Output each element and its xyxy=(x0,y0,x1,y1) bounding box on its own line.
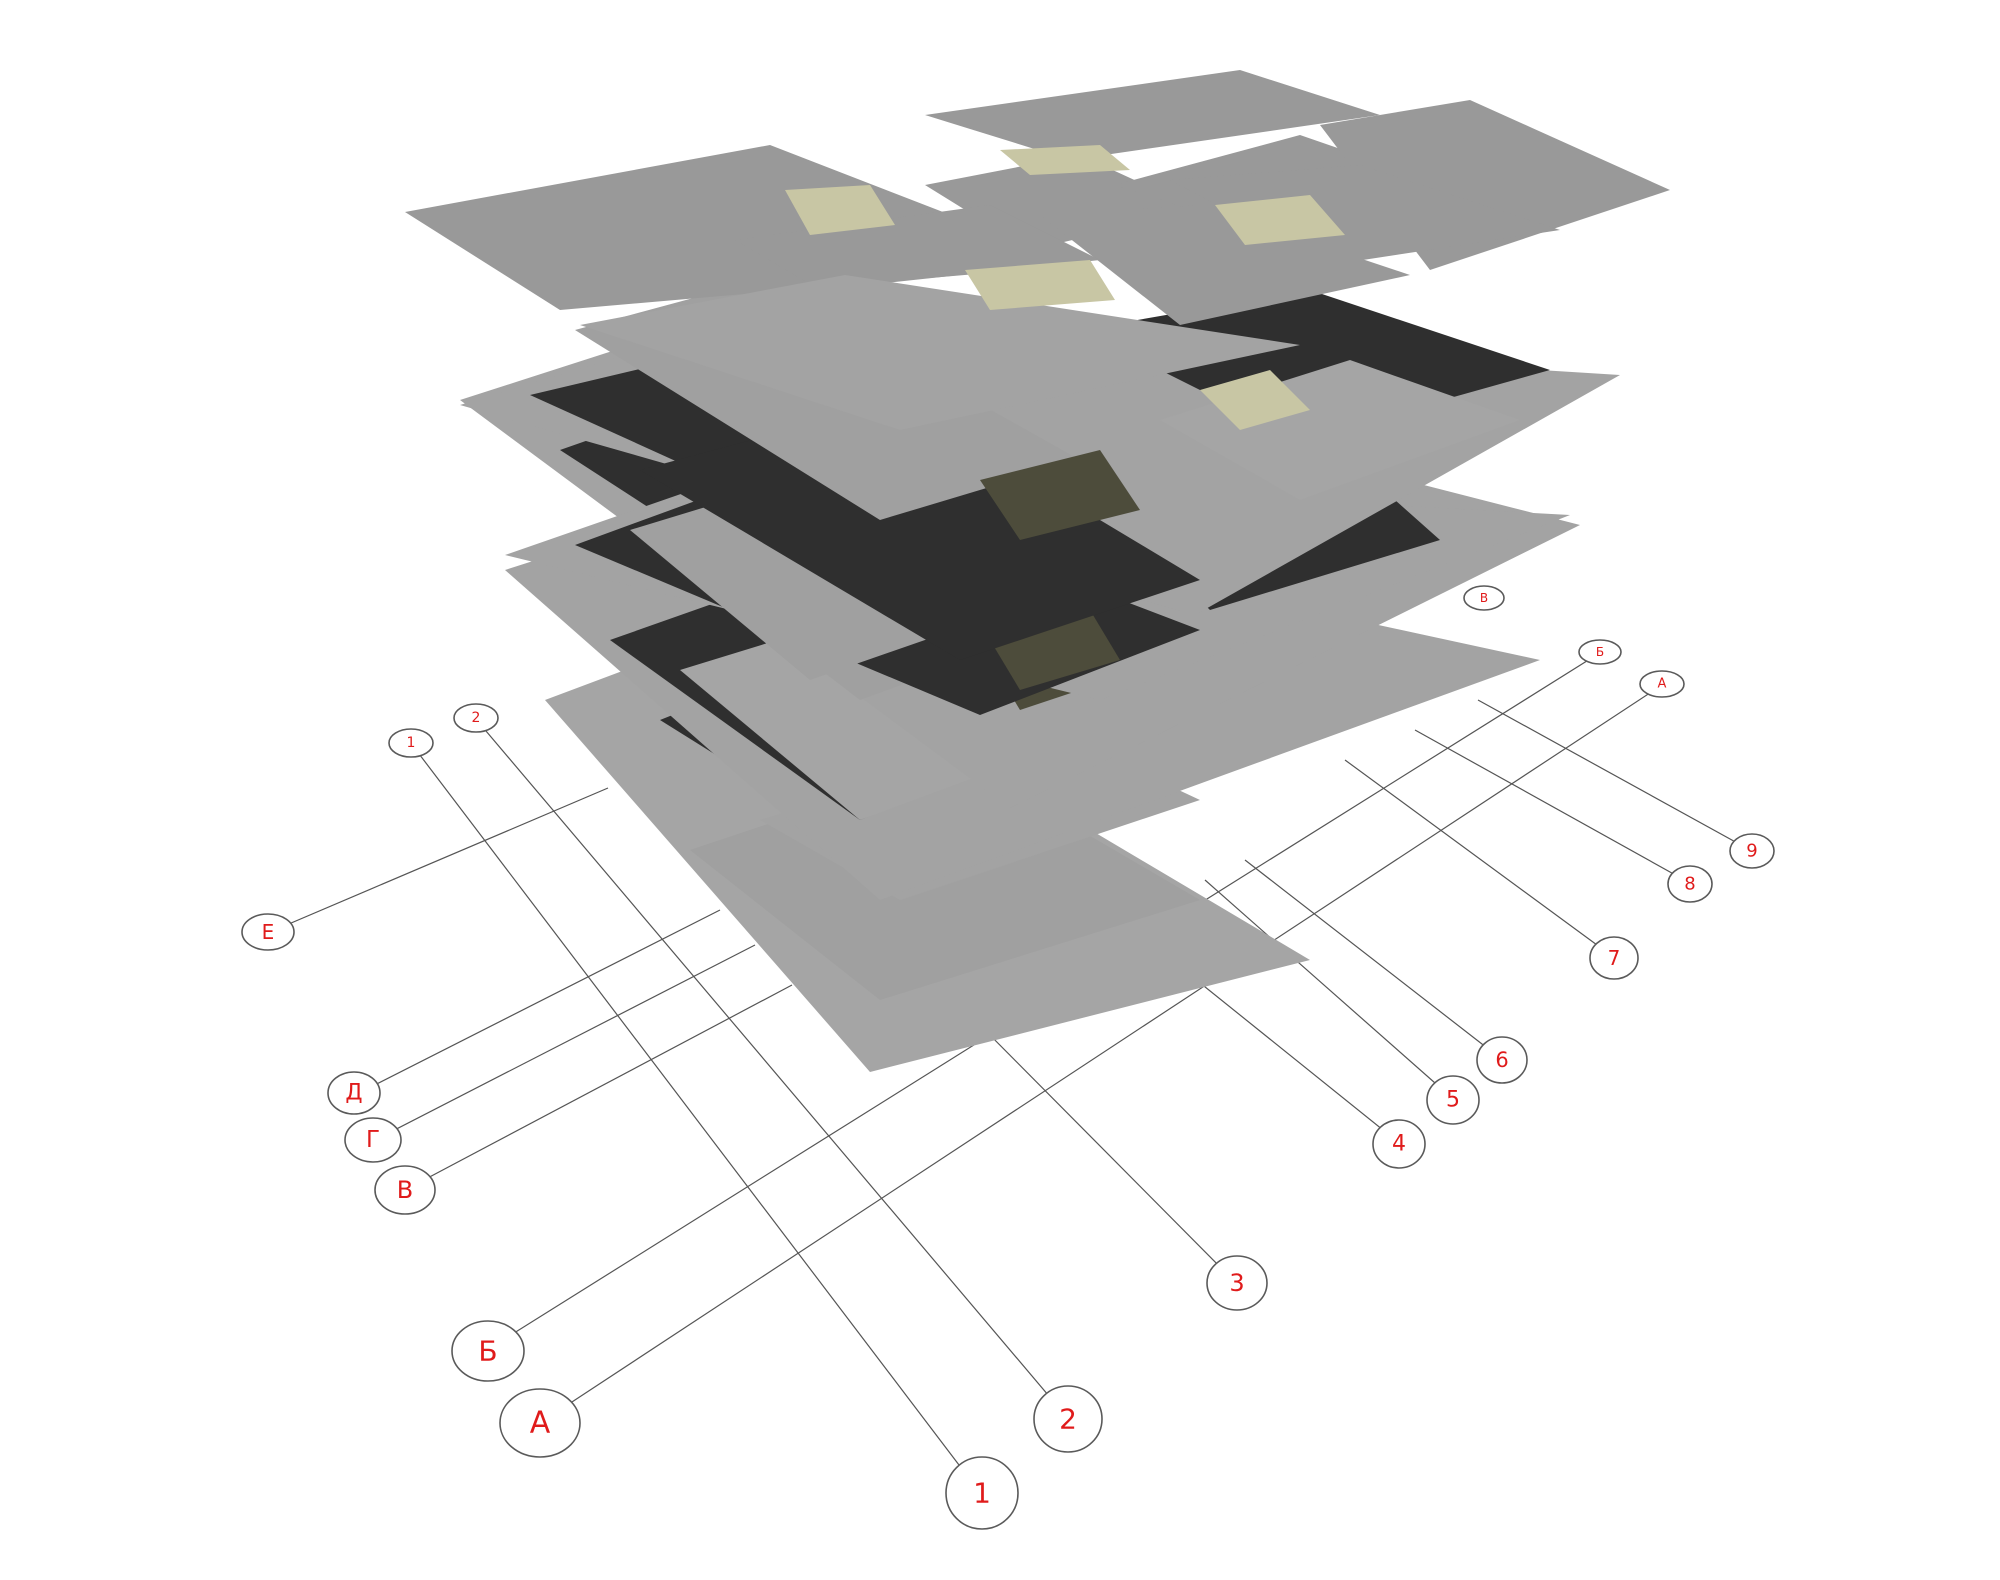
axis-bubble-6: 6 xyxy=(1476,1036,1528,1084)
axis-bubble-5: 5 xyxy=(1426,1075,1480,1125)
axis-label-B: Б xyxy=(478,1335,497,1368)
grid-line-3 xyxy=(974,1019,1236,1283)
top-axis-bubble-A: А xyxy=(1639,670,1685,698)
grid-line-2 xyxy=(474,717,1066,1416)
grid-line-7 xyxy=(1344,759,1613,957)
axis-label-8: 8 xyxy=(1684,874,1695,895)
grid-axis-bubbles-top: 1 2 В Б А xyxy=(388,585,1685,758)
grid-line-V xyxy=(404,984,793,1191)
grid-line-A xyxy=(539,684,1663,1424)
top-axis-bubble-2: 2 xyxy=(453,703,499,733)
axis-bubble-G: Г xyxy=(344,1117,402,1163)
axis-label-E: Е xyxy=(262,920,275,944)
grid-line-D xyxy=(354,909,721,1096)
axis-bubble-1: 1 xyxy=(945,1456,1019,1530)
top-axis-bubble-1: 1 xyxy=(388,728,434,758)
axis-bubble-4: 4 xyxy=(1372,1119,1426,1169)
top-axis-bubble-B: Б xyxy=(1578,639,1622,665)
grid-line-1 xyxy=(409,741,979,1491)
top-axis-label-A: А xyxy=(1658,677,1667,692)
axis-label-9: 9 xyxy=(1746,841,1757,862)
axis-bubble-D: Д xyxy=(327,1071,381,1115)
top-axis-label-2: 2 xyxy=(472,710,481,726)
axis-label-D: Д xyxy=(345,1081,362,1106)
axis-label-6: 6 xyxy=(1495,1048,1508,1072)
axis-bubble-7: 7 xyxy=(1589,936,1639,980)
top-axis-label-V: В xyxy=(1480,591,1488,605)
grid-line-E xyxy=(269,787,609,933)
axis-label-G: Г xyxy=(366,1127,380,1153)
axis-label-7: 7 xyxy=(1608,946,1621,970)
axis-label-3: 3 xyxy=(1229,1269,1244,1297)
axis-label-V: В xyxy=(397,1176,413,1204)
axis-bubble-9: 9 xyxy=(1729,833,1775,869)
grid-line-6 xyxy=(1244,859,1501,1059)
axis-label-2: 2 xyxy=(1059,1403,1077,1436)
floor-slab-top xyxy=(405,70,1670,430)
axis-label-5: 5 xyxy=(1446,1088,1460,1113)
grid-line-5 xyxy=(1204,879,1453,1099)
grid-axis-bubbles: Е Д Г В Б А 1 2 xyxy=(241,833,1775,1530)
axis-label-A: А xyxy=(530,1406,551,1441)
axis-bubble-B: Б xyxy=(451,1320,525,1382)
axis-label-1: 1 xyxy=(973,1477,991,1510)
top-axis-label-B: Б xyxy=(1596,645,1604,659)
top-axis-bubble-V: В xyxy=(1463,585,1505,611)
top-axis-label-1: 1 xyxy=(407,735,416,751)
grid-line-9 xyxy=(1477,699,1751,851)
axis-bubble-V: В xyxy=(374,1165,436,1215)
grid-line-G xyxy=(374,944,756,1141)
axis-bubble-A: А xyxy=(499,1388,581,1458)
axis-bubble-3: 3 xyxy=(1206,1255,1268,1311)
axis-label-4: 4 xyxy=(1392,1132,1406,1157)
grid-line-8 xyxy=(1414,729,1689,883)
axis-bubble-8: 8 xyxy=(1667,865,1713,903)
axis-bubble-E: Е xyxy=(241,913,295,951)
axis-bubble-2: 2 xyxy=(1033,1385,1103,1453)
